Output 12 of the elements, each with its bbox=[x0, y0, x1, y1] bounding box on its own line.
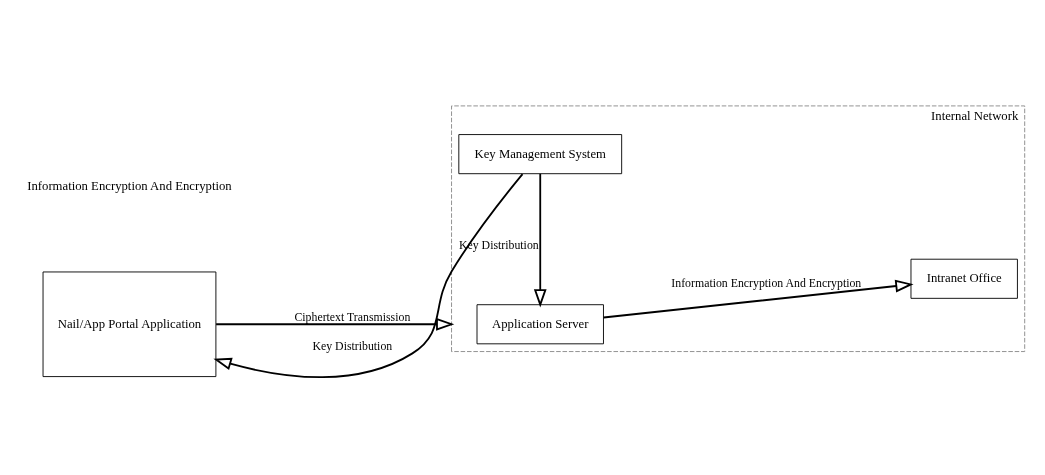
edge-label: Information Encryption And Encryption bbox=[671, 275, 862, 290]
edge-label: Ciphertext Transmission bbox=[294, 309, 411, 324]
node-box: Intranet Office bbox=[910, 258, 1018, 299]
node-box: Nail/App Portal Application bbox=[42, 271, 217, 377]
node-box: Application Server bbox=[476, 303, 604, 344]
arrow bbox=[213, 172, 524, 378]
arrow bbox=[533, 172, 547, 307]
label: Information Encryption And Encryption bbox=[27, 178, 232, 193]
arrow bbox=[602, 279, 914, 318]
arrow bbox=[215, 317, 455, 331]
node-box: Key Management System bbox=[458, 133, 623, 174]
edge-label: Key Distribution bbox=[312, 338, 393, 353]
